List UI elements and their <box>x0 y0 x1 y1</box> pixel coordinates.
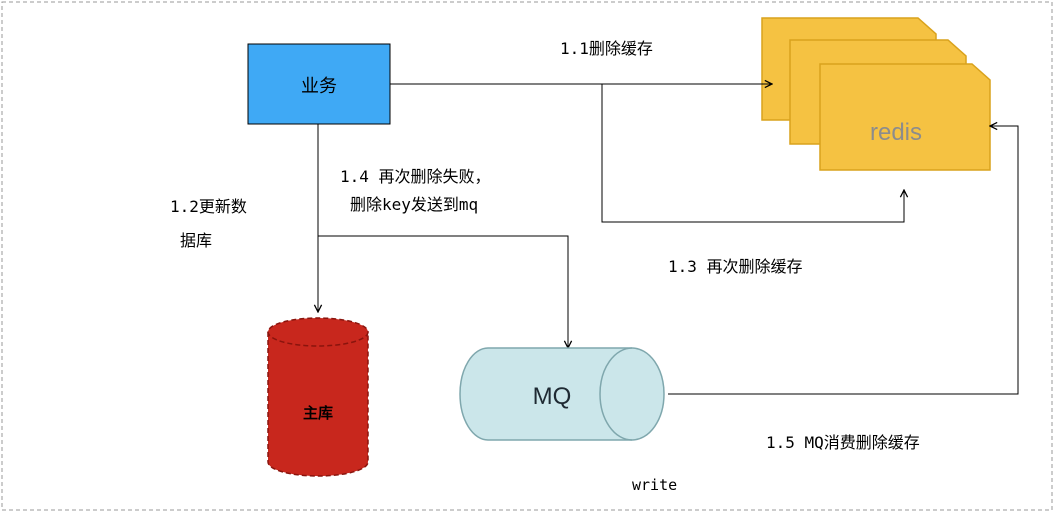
label-delete-cache: 1.1删除缓存 <box>560 39 653 58</box>
redis-label: redis <box>870 119 922 146</box>
mq-cap-edge <box>599 347 633 441</box>
redis-node: redis <box>761 17 991 171</box>
main-db-body <box>267 332 369 477</box>
label-update-db-line2: 据库 <box>180 231 212 250</box>
business-label: 业务 <box>301 76 337 97</box>
label-delete-again: 1.3 再次删除缓存 <box>668 257 803 276</box>
mq-node: MQ <box>459 347 665 441</box>
redis-card-front <box>819 63 991 171</box>
label-send-to-mq-line1: 1.4 再次删除失败， <box>340 167 491 186</box>
main-db-top <box>267 317 369 347</box>
business-box <box>247 43 391 125</box>
edge-send-to-mq <box>318 235 568 348</box>
edge-delete-again <box>601 84 904 223</box>
mq-label: MQ <box>533 383 572 410</box>
label-update-db-line1: 1.2更新数 <box>170 197 247 216</box>
main-db-node: 主库 <box>267 317 369 477</box>
edge-mq-consume <box>668 126 1019 395</box>
label-send-to-mq-line2: 删除key发送到mq <box>350 195 478 214</box>
main-db-label: 主库 <box>303 404 333 422</box>
caption-write: write <box>632 476 677 494</box>
business-node: 业务 <box>247 43 391 125</box>
label-mq-consume: 1.5 MQ消费删除缓存 <box>766 433 920 452</box>
